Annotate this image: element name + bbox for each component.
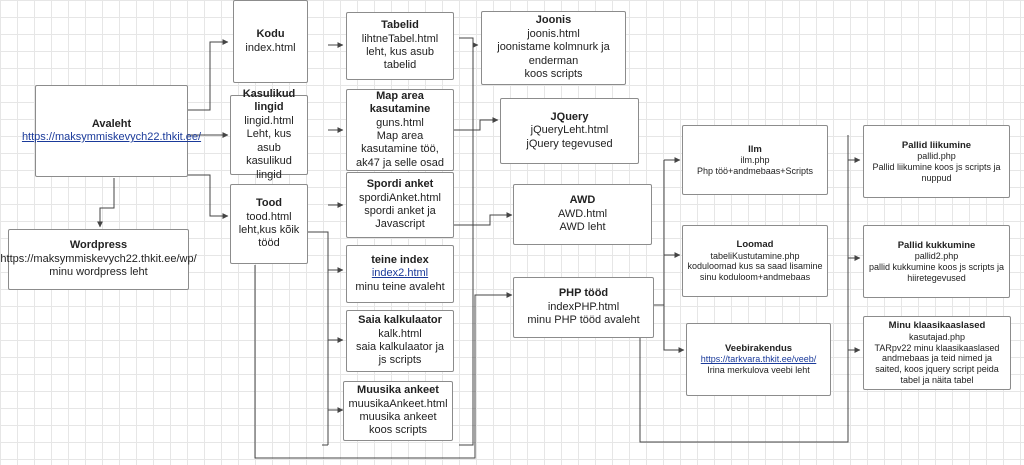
node-awd[interactable]: AWD AWD.html AWD leht xyxy=(513,184,652,245)
node-php-tood[interactable]: PHP tööd indexPHP.html minu PHP tööd ava… xyxy=(513,277,654,338)
node-wordpress[interactable]: Wordpress https://maksymmiskevych22.thki… xyxy=(0,229,197,290)
node-title: Map area kasutamine xyxy=(369,89,431,116)
node-line: leht,kus kõik tööd xyxy=(238,224,300,250)
edge-avaleht-kodu xyxy=(188,39,229,111)
node-teine-index[interactable]: teine index index2.html minu teine avale… xyxy=(346,245,454,303)
node-line: tabeliKustutamine.php xyxy=(710,250,800,261)
node-title: Kasulikud lingid xyxy=(242,88,296,114)
node-title: Pallid kukkumine xyxy=(897,239,976,251)
node-line: jQuery tegevused xyxy=(526,137,613,150)
node-line: ilm.php xyxy=(740,154,770,165)
node-line: pallid kukkumine koos js scripts ja hiir… xyxy=(868,261,1005,283)
node-kodu[interactable]: Kodu index.html xyxy=(233,0,308,83)
node-line: joonis.html xyxy=(527,27,580,40)
node-line: lingid.html xyxy=(244,114,294,127)
node-line: index.html xyxy=(245,41,296,54)
node-title: Avaleht xyxy=(91,117,132,130)
node-line: saia kalkulaator ja js scripts xyxy=(355,341,445,367)
node-line: joonistame kolmnurk ja enderman xyxy=(497,41,610,67)
node-saia-kalkulaator[interactable]: Saia kalkulaator kalk.html saia kalkulaa… xyxy=(346,310,454,372)
node-line: tood.html xyxy=(246,210,292,223)
node-line: Leht, kus asub kasulikud lingid xyxy=(246,128,292,181)
node-link[interactable]: https://tarkvara.thkit.ee/veeb/ xyxy=(700,354,817,365)
node-title: Tood xyxy=(255,197,283,210)
node-title: AWD xyxy=(569,194,596,207)
node-veebirakendus[interactable]: Veebirakendus https://tarkvara.thkit.ee/… xyxy=(686,323,831,396)
node-pallid-kukkumine[interactable]: Pallid kukkumine pallid2.php pallid kukk… xyxy=(863,225,1010,298)
node-joonis[interactable]: Joonis joonis.html joonistame kolmnurk j… xyxy=(481,11,626,85)
edge-maparea-jquery xyxy=(454,117,499,131)
node-map-area[interactable]: Map area kasutamine guns.html Map area k… xyxy=(346,89,454,171)
node-line: minu wordpress leht xyxy=(49,266,148,279)
node-link[interactable]: index2.html xyxy=(371,267,429,280)
node-title: Wordpress xyxy=(69,239,128,252)
edge-tood-bus xyxy=(308,231,329,445)
node-kasulikud-lingid[interactable]: Kasulikud lingid lingid.html Leht, kus a… xyxy=(230,88,308,181)
node-line: AWD leht xyxy=(559,221,606,234)
node-line: lihtneTabel.html xyxy=(361,32,439,45)
node-line: minu teine avaleht xyxy=(355,280,445,293)
node-line: leht, kus asub tabelid xyxy=(366,46,434,72)
node-line: guns.html xyxy=(376,116,424,129)
node-line: Irina merkulova veebi leht xyxy=(707,365,810,376)
node-line: Php töö+andmebaas+Scripts xyxy=(696,165,814,176)
node-title: Pallid liikumine xyxy=(901,139,972,151)
edge-spordi-awd xyxy=(454,212,513,226)
node-line: Map area kasutamine töö, ak47 ja selle o… xyxy=(355,130,445,169)
node-line: minu PHP tööd avaleht xyxy=(527,314,640,327)
node-jquery[interactable]: JQuery jQueryLeht.html jQuery tegevused xyxy=(500,98,639,164)
node-line: kalk.html xyxy=(378,327,422,340)
node-line: muusikaAnkeet.html xyxy=(348,397,448,410)
edge-avaleht-wordpress xyxy=(97,178,115,228)
node-link[interactable]: https://maksymmiskevych22.thkit.ee/ xyxy=(21,131,202,143)
node-title: JQuery xyxy=(550,110,589,123)
node-line: AWD.html xyxy=(557,207,608,220)
node-klaasikaaslased[interactable]: Minu klaasikaaslased kasutajad.php TARpv… xyxy=(863,316,1011,390)
node-title: Ilm xyxy=(748,143,762,155)
node-title: Joonis xyxy=(535,14,572,27)
node-line: pallid2.php xyxy=(914,251,959,261)
node-title: Kodu xyxy=(256,28,285,41)
node-ilm[interactable]: Ilm ilm.php Php töö+andmebaas+Scripts xyxy=(682,125,828,195)
node-muusika-ankeet[interactable]: Muusika ankeet muusikaAnkeet.html muusik… xyxy=(343,381,453,441)
node-title: Veebirakendus xyxy=(724,343,793,354)
node-line: TARpv22 minu klaasikaaslased andmebaas j… xyxy=(874,342,1000,385)
node-line: koduloomad kus sa saad lisamine sinu kod… xyxy=(687,261,823,283)
node-line: kasutajad.php xyxy=(908,331,966,342)
node-line: koos scripts xyxy=(524,68,583,81)
node-title: Saia kalkulaator xyxy=(358,314,442,327)
node-title: Tabelid xyxy=(381,19,419,32)
node-line: jQueryLeht.html xyxy=(530,124,609,137)
edge-tood-php xyxy=(254,265,513,459)
edge-avaleht-tood xyxy=(188,174,229,219)
node-line: indexPHP.html xyxy=(547,300,620,313)
node-pallid-liikumine[interactable]: Pallid liikumine pallid.php Pallid liiku… xyxy=(863,125,1010,198)
node-line: pallid.php xyxy=(917,151,956,161)
node-title: teine index xyxy=(371,253,429,266)
node-title: Minu klaasikaaslased xyxy=(888,320,986,332)
edge-col-klaasi xyxy=(847,330,861,353)
node-title: Loomad xyxy=(736,239,774,251)
node-avaleht[interactable]: Avaleht https://maksymmiskevych22.thkit.… xyxy=(22,85,201,177)
node-line: muusika ankeet koos scripts xyxy=(359,411,437,437)
node-spordi-anket[interactable]: Spordi anket spordiAnket.html spordi ank… xyxy=(346,172,454,238)
node-line: spordi anket ja Javascript xyxy=(364,205,436,231)
edge-php-bus xyxy=(654,160,665,306)
node-line: Pallid liikumine koos js scripts ja nupp… xyxy=(872,161,1001,183)
node-title: PHP tööd xyxy=(558,287,609,300)
edge-bus-veebi xyxy=(663,305,685,353)
node-tabelid[interactable]: Tabelid lihtneTabel.html leht, kus asub … xyxy=(346,12,454,80)
node-tood[interactable]: Tood tood.html leht,kus kõik tööd xyxy=(230,184,308,264)
node-loomad[interactable]: Loomad tabeliKustutamine.php koduloomad … xyxy=(682,225,828,297)
node-title: Spordi anket xyxy=(366,178,434,191)
node-line: https://maksymmiskevych22.thkit.ee/wp/ xyxy=(0,252,197,265)
node-line: spordiAnket.html xyxy=(359,191,441,204)
edge-bus-right xyxy=(459,37,474,446)
node-title: Muusika ankeet xyxy=(357,384,439,397)
